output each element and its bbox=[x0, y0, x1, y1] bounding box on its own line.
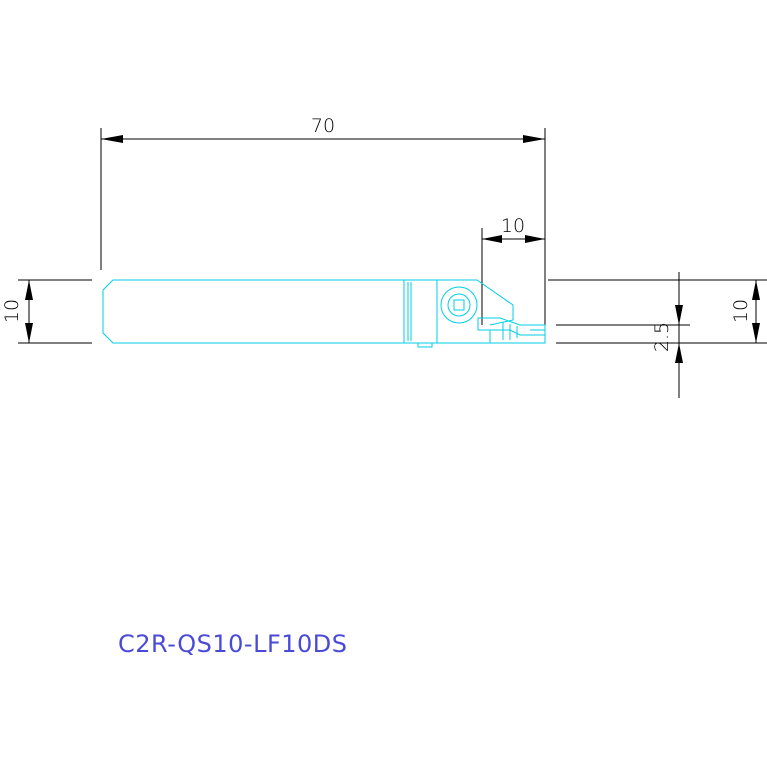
arrowhead-head-left bbox=[482, 235, 502, 243]
dim-text-left-10: 10 bbox=[1, 299, 23, 323]
arrowhead-offset-top bbox=[675, 305, 683, 325]
dim-offset: 2.5 bbox=[556, 272, 690, 398]
clamp-screw-outer-icon bbox=[440, 286, 478, 324]
tool-head-top bbox=[404, 279, 514, 326]
dim-text-right-10: 10 bbox=[730, 299, 752, 323]
arrowhead-left bbox=[101, 135, 123, 143]
dim-overall-length: 70 bbox=[100, 115, 546, 335]
dim-head-length: 10 bbox=[481, 215, 545, 325]
arrowhead-offset-bottom bbox=[675, 343, 683, 363]
arrowhead-left-top bbox=[25, 280, 33, 300]
dim-text-offset: 2.5 bbox=[651, 322, 673, 352]
dim-shank-height-left: 10 bbox=[1, 279, 92, 344]
screw-socket-icon bbox=[453, 299, 465, 311]
arrowhead-left-bottom bbox=[25, 323, 33, 343]
dim-shank-height-right: 10 bbox=[548, 279, 767, 344]
cutting-insert bbox=[477, 317, 546, 336]
clamp-screw-inner-icon bbox=[447, 293, 471, 317]
part-number-title: C2R-QS10-LF10DS bbox=[118, 630, 348, 658]
arrowhead-right-bottom bbox=[752, 323, 760, 343]
dim-text-head: 10 bbox=[501, 215, 525, 237]
dim-text-70: 70 bbox=[311, 115, 335, 137]
tool-shank bbox=[102, 279, 405, 344]
arrowhead-head-right bbox=[525, 235, 545, 243]
arrowhead-right bbox=[523, 135, 545, 143]
bottom-notch bbox=[417, 343, 433, 348]
tool-head-bottom bbox=[404, 329, 546, 344]
arrowhead-right-top bbox=[752, 280, 760, 300]
tool-holder bbox=[102, 279, 546, 348]
